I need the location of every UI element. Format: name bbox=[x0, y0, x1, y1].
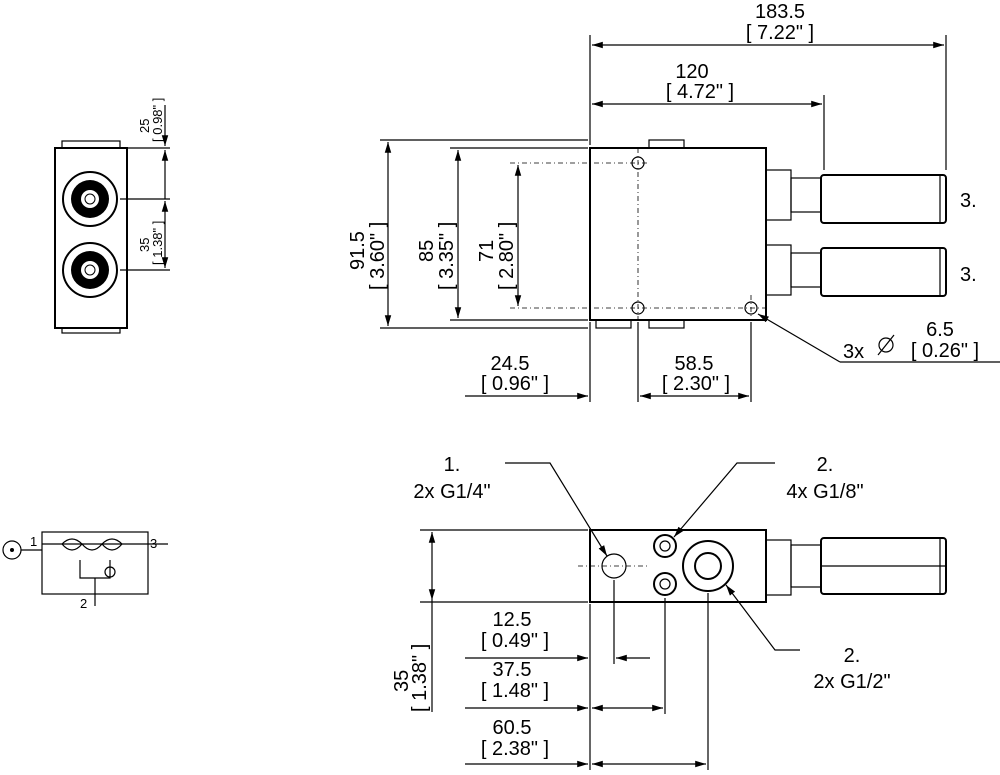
side-dim-25: 25 bbox=[137, 119, 152, 133]
port-circle-lower bbox=[62, 242, 118, 298]
dim-overall-length-in: [ 7.22" ] bbox=[746, 22, 814, 44]
port2a-number: 2. bbox=[817, 454, 834, 476]
front-dim-60-in: [ 2.38" ] bbox=[481, 738, 549, 760]
port1-number: 1. bbox=[444, 454, 461, 476]
dim-overall-length: 183.5 bbox=[755, 1, 805, 23]
hole-diameter: 6.5 bbox=[926, 319, 954, 341]
valve-body bbox=[589, 147, 767, 321]
dim-offset-24-in: [ 0.96" ] bbox=[481, 373, 549, 395]
top-view: 3. 3. 183.5 [ 7.22" ] 120 [ 4.72" ] 91.5… bbox=[347, 1, 1000, 402]
front-dim-12-in: [ 0.49" ] bbox=[481, 630, 549, 652]
port3-label-top: 3. bbox=[960, 190, 977, 212]
dim-length-120-in: [ 4.72" ] bbox=[666, 81, 734, 103]
diameter-icon bbox=[877, 334, 895, 356]
port1-description: 2x G1/4" bbox=[413, 481, 490, 503]
mount-hole-3 bbox=[744, 301, 758, 315]
port3-label-bottom: 3. bbox=[960, 264, 977, 286]
hydraulic-schematic: 1 3 2 bbox=[2, 531, 168, 611]
port2a-description: 4x G1/8" bbox=[786, 481, 863, 503]
port2b-description: 2x G1/2" bbox=[813, 671, 890, 693]
dim-height-85: 85 bbox=[416, 240, 438, 262]
port-circle-upper bbox=[62, 171, 118, 227]
cylinder-upper bbox=[765, 169, 947, 224]
front-height-35: 35 bbox=[391, 670, 413, 692]
side-view-body bbox=[54, 147, 128, 329]
dim-hole-spacing-in: [ 2.30" ] bbox=[662, 373, 730, 395]
port2-small-upper bbox=[653, 534, 677, 558]
port2b-number: 2. bbox=[844, 645, 861, 667]
dim-height-91-in: [ 3.60" ] bbox=[367, 222, 389, 290]
front-height-35-in: [ 1.38" ] bbox=[409, 644, 431, 712]
dim-length-120: 120 bbox=[675, 61, 708, 83]
side-dim-35-in: [ 1.38" ] bbox=[150, 221, 165, 265]
port2-small-lower bbox=[653, 572, 677, 596]
side-dim-35: 35 bbox=[137, 238, 152, 252]
schematic-port-3: 3 bbox=[150, 536, 157, 551]
cylinder-lower bbox=[765, 244, 947, 297]
front-dim-37: 37.5 bbox=[493, 659, 532, 681]
port2-large bbox=[682, 540, 734, 592]
dim-height-71: 71 bbox=[476, 240, 498, 262]
front-dim-60: 60.5 bbox=[493, 717, 532, 739]
dim-height-91: 91.5 bbox=[347, 231, 369, 270]
front-dim-12: 12.5 bbox=[493, 609, 532, 631]
dim-height-71-in: [ 2.80" ] bbox=[496, 222, 518, 290]
hole-count: 3x bbox=[843, 341, 864, 363]
front-dim-37-in: [ 1.48" ] bbox=[481, 680, 549, 702]
front-view: 1. 2x G1/4" 2. 4x G1/8" 2. 2x G1/2" 35 [… bbox=[391, 454, 947, 770]
dim-height-85-in: [ 3.35" ] bbox=[436, 222, 458, 290]
side-view: 25 [ 0.98" ] 35 [ 1.38" ] bbox=[54, 98, 170, 334]
dim-hole-spacing: 58.5 bbox=[675, 353, 714, 375]
schematic-port-2: 2 bbox=[80, 596, 87, 611]
schematic-port-1: 1 bbox=[30, 534, 37, 549]
side-dim-25-in: [ 0.98" ] bbox=[150, 98, 165, 142]
dim-offset-24: 24.5 bbox=[491, 353, 530, 375]
hole-diameter-in: [ 0.26" ] bbox=[911, 340, 979, 362]
